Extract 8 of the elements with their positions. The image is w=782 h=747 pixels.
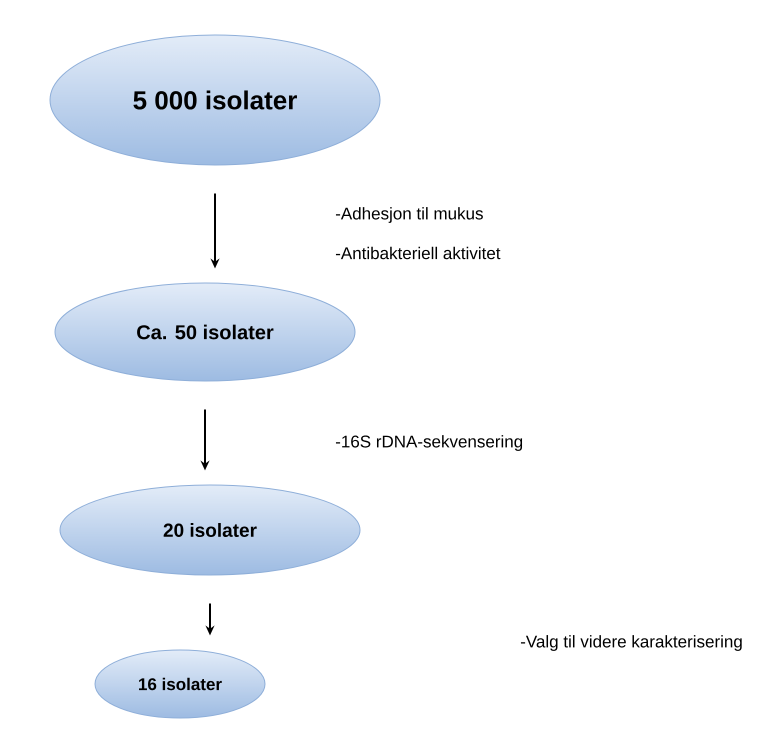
- note-text: -Adhesjon til mukus: [336, 207, 483, 223]
- note-text: -Valg til videre karakterisering: [520, 635, 742, 651]
- note-text: -16S rDNA-sekvensering: [336, 435, 522, 451]
- note-text: -Antibakteriell aktivitet: [336, 246, 500, 260]
- ellipse-node: 20 isolater: [60, 484, 360, 576]
- ellipse-node: 5 000 isolater: [50, 34, 380, 166]
- ellipse-node: Ca. 50 isolater: [54, 282, 356, 382]
- ellipse-node: 16 isolater: [94, 650, 266, 718]
